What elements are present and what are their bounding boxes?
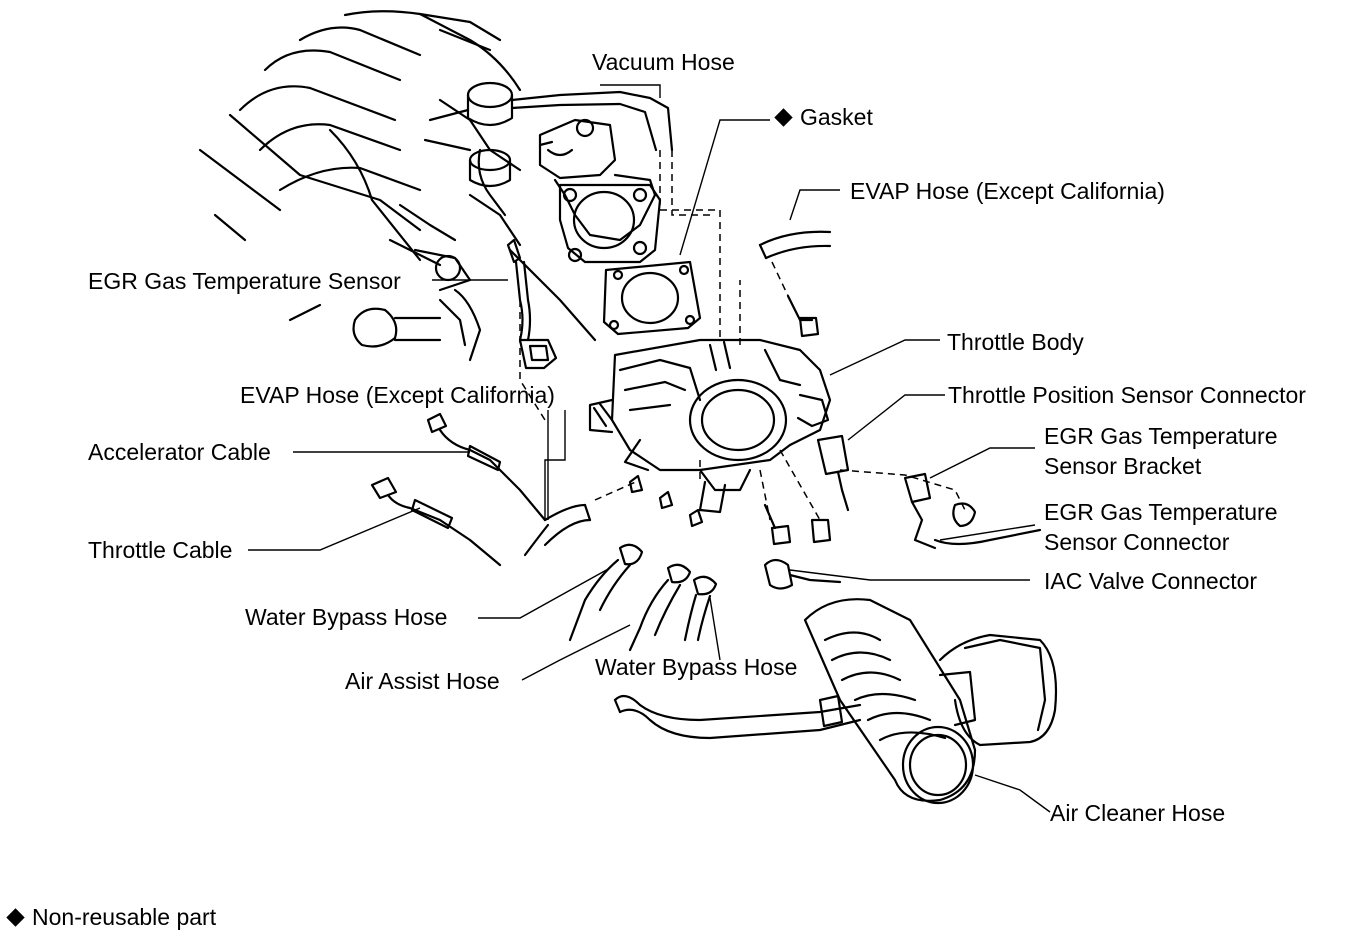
evap-hose-left xyxy=(523,503,592,557)
water-bypass-pipe xyxy=(613,694,862,740)
throttle-body xyxy=(588,338,832,514)
small-hoses xyxy=(568,474,718,652)
air-cleaner-hose-part xyxy=(803,598,1058,805)
bolts xyxy=(763,294,977,546)
throttle-cable-part xyxy=(370,476,502,567)
label-vacuum-hose: Vacuum Hose xyxy=(592,49,735,75)
label-evap-hose-left: EVAP Hose (Except California) xyxy=(240,382,555,408)
diamond-icon xyxy=(6,908,25,928)
tps-connector-part xyxy=(816,434,850,512)
egr-bracket-part xyxy=(903,472,1042,550)
intake-flange xyxy=(538,118,662,264)
label-throttle-body: Throttle Body xyxy=(947,329,1084,355)
label-accelerator-cable: Accelerator Cable xyxy=(88,439,271,465)
label-iac-valve-connector: IAC Valve Connector xyxy=(1044,568,1258,594)
label-evap-hose-right: EVAP Hose (Except California) xyxy=(850,178,1165,204)
label-throttle-position-sensor-connector: Throttle Position Sensor Connector xyxy=(948,382,1306,408)
label-water-bypass-hose-left: Water Bypass Hose xyxy=(245,604,448,630)
iac-valve-connector-part xyxy=(763,558,842,590)
label-air-cleaner-hose: Air Cleaner Hose xyxy=(1050,800,1226,826)
accelerator-cable-part xyxy=(426,412,547,522)
label-egr-sensor-bracket-line2: Sensor Bracket xyxy=(1044,453,1202,479)
egr-gas-temperature-sensor xyxy=(506,238,558,370)
label-air-assist-hose: Air Assist Hose xyxy=(345,668,500,694)
legend: Non-reusable part xyxy=(6,903,216,931)
label-gasket: Gasket xyxy=(774,103,873,131)
label-egr-sensor-connector-line2: Sensor Connector xyxy=(1044,529,1230,555)
leader-lines xyxy=(248,84,1051,813)
diamond-icon xyxy=(774,108,793,128)
egr-valve xyxy=(423,81,674,188)
intake-manifold xyxy=(198,10,597,362)
label-throttle-cable: Throttle Cable xyxy=(88,537,233,563)
gasket xyxy=(602,260,702,336)
label-egr-sensor-bracket-line1: EGR Gas Temperature xyxy=(1044,423,1278,449)
label-egr-sensor-connector-line1: EGR Gas Temperature xyxy=(1044,499,1278,525)
legend-text: Non-reusable part xyxy=(32,904,217,930)
label-water-bypass-hose-center: Water Bypass Hose xyxy=(595,654,798,680)
label-gasket-text: Gasket xyxy=(800,104,873,130)
evap-hose-right xyxy=(758,230,832,260)
label-egr-gas-temperature-sensor: EGR Gas Temperature Sensor xyxy=(88,268,401,294)
assembly-guide-lines xyxy=(519,150,966,521)
